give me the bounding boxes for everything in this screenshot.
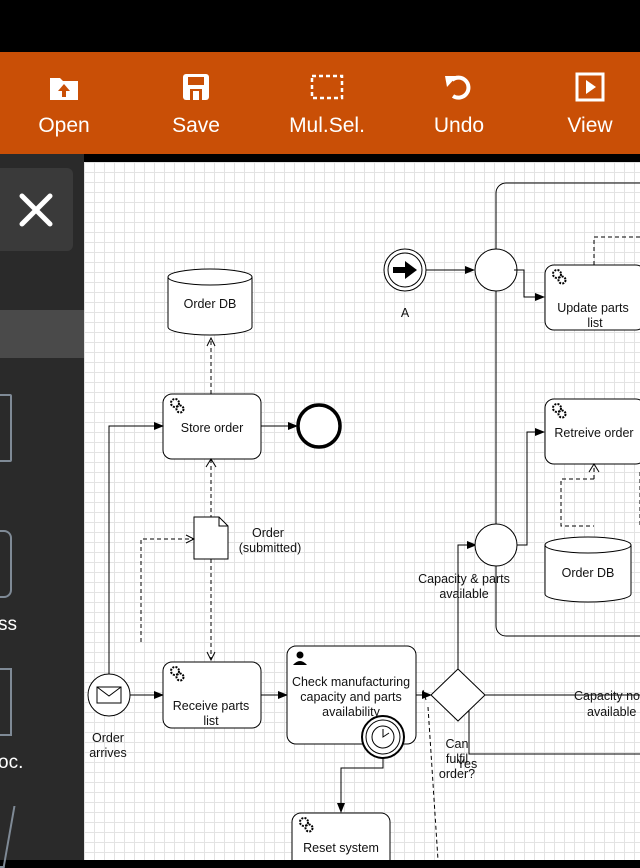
save-button[interactable]: Save	[141, 52, 251, 154]
retrieve-order-task[interactable]: Retreive order	[544, 398, 640, 465]
toolbar: Open Save Mul.Sel. Undo View	[0, 52, 640, 154]
service-gear-icon	[170, 398, 185, 414]
palette-label-process: ss	[0, 614, 17, 635]
check-label-3: availability	[322, 705, 380, 719]
play-box-icon	[575, 72, 605, 102]
order-data-object[interactable]: Order (submitted)	[193, 516, 302, 560]
palette-shape-doc[interactable]	[0, 668, 12, 736]
check-label-1: Check manufacturing	[292, 675, 410, 689]
capacity-not-label-1: Capacity no	[574, 689, 640, 703]
shape-palette-sidebar: ss oc.	[0, 154, 84, 868]
envelope-icon	[96, 686, 122, 704]
service-gear-icon	[552, 403, 567, 419]
multi-select-button[interactable]: Mul.Sel.	[272, 52, 382, 154]
order-db-2-label: Order DB	[562, 566, 615, 580]
retrieve-order-label: Retreive order	[554, 426, 633, 440]
order-db-datastore-1[interactable]: Order DB	[167, 268, 253, 336]
undo-button[interactable]: Undo	[404, 52, 514, 154]
receive-parts-list-task[interactable]: Receive parts list	[162, 661, 262, 729]
undo-icon	[445, 75, 471, 100]
mulsel-label: Mul.Sel.	[289, 114, 365, 137]
yes-flow-label: Yes	[457, 757, 477, 771]
capacity-available-label-1: Capacity & parts	[418, 572, 510, 586]
close-sidebar-button[interactable]	[0, 168, 73, 251]
palette-label-doc: oc.	[0, 752, 24, 773]
floppy-disk-icon	[183, 74, 209, 100]
status-bar	[0, 0, 640, 52]
end-event[interactable]	[296, 403, 342, 449]
open-label: Open	[38, 114, 90, 137]
diagram-canvas[interactable]: Order DB Store order Order (submitted)	[84, 162, 640, 860]
order-arrives-label-2: arrives	[89, 746, 127, 760]
user-icon	[293, 651, 307, 665]
undo-label: Undo	[433, 114, 485, 137]
close-icon	[19, 193, 53, 227]
link-event-a[interactable]: A	[383, 248, 427, 320]
capacity-not-label-2: available	[587, 705, 636, 719]
capacity-available-label-2: available	[439, 587, 488, 601]
view-label: View	[567, 114, 613, 137]
gateway-label-2: fulfil	[446, 752, 468, 766]
palette-shape-data[interactable]	[0, 806, 16, 868]
subprocess-container[interactable]	[495, 182, 640, 637]
subprocess-event-bottom[interactable]	[474, 523, 518, 567]
service-gear-icon	[299, 817, 314, 833]
order-arrives-label-1: Order	[92, 731, 124, 745]
timer-boundary-event[interactable]	[361, 715, 405, 759]
dashed-selection-icon	[310, 74, 344, 100]
store-order-task[interactable]: Store order	[162, 393, 262, 460]
store-order-label: Store order	[181, 421, 244, 435]
update-parts-label-1: Update parts	[557, 301, 629, 315]
service-gear-icon	[552, 269, 567, 285]
service-gear-icon	[170, 666, 185, 682]
bpmn-diagram: Order DB Store order Order (submitted)	[87, 182, 640, 860]
receive-parts-label-1: Receive parts	[173, 699, 249, 713]
save-label: Save	[172, 114, 220, 137]
check-label-2: capacity and parts	[300, 690, 401, 704]
palette-shape-rect[interactable]	[0, 394, 12, 462]
view-button[interactable]: View	[535, 52, 640, 154]
can-fulfil-gateway[interactable]: Can fulfil order?	[430, 668, 486, 781]
order-arrives-message-start-event[interactable]: Order arrives	[87, 673, 131, 760]
order-doc-label-2: (submitted)	[239, 541, 302, 555]
order-db-datastore-2[interactable]: Order DB	[544, 536, 632, 603]
subprocess-event-top[interactable]	[474, 248, 518, 292]
reset-system-task[interactable]: Reset system	[291, 812, 391, 860]
reset-system-label: Reset system	[303, 841, 379, 855]
link-a-label: A	[401, 306, 410, 320]
gateway-label-3: order?	[439, 767, 475, 781]
update-parts-list-task[interactable]: Update parts list	[544, 264, 640, 331]
update-parts-label-2: list	[587, 316, 603, 330]
order-doc-label-1: Order	[252, 526, 284, 540]
receive-parts-label-2: list	[203, 714, 219, 728]
folder-upload-icon	[50, 78, 78, 100]
open-button[interactable]: Open	[9, 52, 119, 154]
palette-shape-process[interactable]	[0, 530, 12, 598]
arrow-right-icon	[393, 261, 417, 279]
palette-selected-row[interactable]	[0, 310, 84, 358]
order-db-1-label: Order DB	[184, 297, 237, 311]
gateway-label-1: Can	[446, 737, 469, 751]
